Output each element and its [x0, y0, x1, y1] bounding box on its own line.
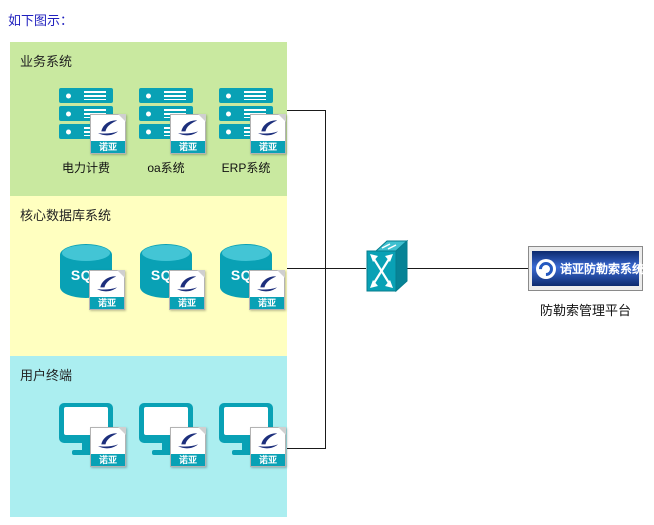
ship-logo-icon: [258, 433, 278, 449]
noah-badge: 诺亚: [170, 427, 206, 467]
badge-label: 诺亚: [251, 454, 285, 466]
zone-label: 业务系统: [20, 54, 73, 69]
ship-logo-icon: [98, 120, 118, 136]
server-unit: [139, 88, 193, 103]
server-label: ERP系统: [221, 161, 271, 175]
zone-core-database: 核心数据库系统 SQL 诺亚: [10, 196, 287, 356]
server-label: 电力计费: [61, 161, 110, 175]
zone-user-terminal: 用户终端 诺亚: [10, 356, 287, 517]
badge-label: 诺亚: [90, 297, 124, 309]
platform-label: 防勒索管理平台: [539, 303, 631, 318]
connector-line-database: [287, 268, 366, 269]
ship-logo-icon: [178, 433, 198, 449]
server-item: 诺亚 电力计费: [54, 88, 126, 176]
noah-badge: 诺亚: [250, 114, 286, 154]
badge-label: 诺亚: [170, 297, 204, 309]
terminal-item: 诺亚: [134, 403, 206, 467]
ship-logo-icon: [177, 276, 197, 292]
noah-badge: 诺亚: [90, 427, 126, 467]
ship-logo-icon: [178, 120, 198, 136]
noah-badge: 诺亚: [170, 114, 206, 154]
ship-logo-icon: [258, 120, 278, 136]
zone-business-systems: 业务系统 诺亚 电力计: [10, 42, 287, 196]
server-unit: [219, 88, 273, 103]
terminal-items-row: 诺亚 诺亚: [54, 403, 286, 467]
database-items-row: SQL 诺亚 SQL: [54, 244, 285, 310]
noah-logo-icon: [536, 258, 556, 279]
business-items-row: 诺亚 电力计费 诺: [54, 88, 286, 176]
badge-label: 诺亚: [171, 454, 205, 466]
zone-label: 核心数据库系统: [20, 208, 112, 223]
badge-label: 诺亚: [250, 297, 284, 309]
platform-box: 诺亚防勒索系统: [528, 246, 644, 291]
server-label: oa系统: [147, 161, 185, 175]
ship-logo-icon: [97, 276, 117, 292]
monitor-icon: [59, 403, 113, 455]
platform-banner: 诺亚防勒索系统: [532, 251, 644, 286]
noah-badge: 诺亚: [169, 270, 205, 310]
intro-text: 如下图示：: [8, 13, 74, 28]
badge-label: 诺亚: [171, 141, 205, 153]
connector-line-terminal: [287, 448, 326, 449]
noah-badge: 诺亚: [250, 427, 286, 467]
database-item: SQL 诺亚: [54, 244, 125, 310]
ship-logo-icon: [98, 433, 118, 449]
noah-badge: 诺亚: [89, 270, 125, 310]
platform-banner-text: 诺亚防勒索系统: [560, 262, 645, 276]
connector-line-bus: [325, 110, 326, 449]
noah-badge: 诺亚: [249, 270, 285, 310]
connector-line-business: [287, 110, 326, 111]
database-item: SQL 诺亚: [214, 244, 285, 310]
noah-badge: 诺亚: [90, 114, 126, 154]
server-item: 诺亚 ERP系统: [214, 88, 286, 176]
zone-label: 用户终端: [20, 368, 73, 383]
terminal-item: 诺亚: [54, 403, 126, 467]
database-item: SQL 诺亚: [134, 244, 205, 310]
badge-label: 诺亚: [91, 454, 125, 466]
badge-label: 诺亚: [251, 141, 285, 153]
terminal-item: 诺亚: [214, 403, 286, 467]
connector-line-platform: [407, 268, 528, 269]
network-switch-icon: [366, 238, 409, 301]
server-unit: [59, 88, 113, 103]
ship-logo-icon: [257, 276, 277, 292]
badge-label: 诺亚: [91, 141, 125, 153]
server-item: 诺亚 oa系统: [134, 88, 206, 176]
